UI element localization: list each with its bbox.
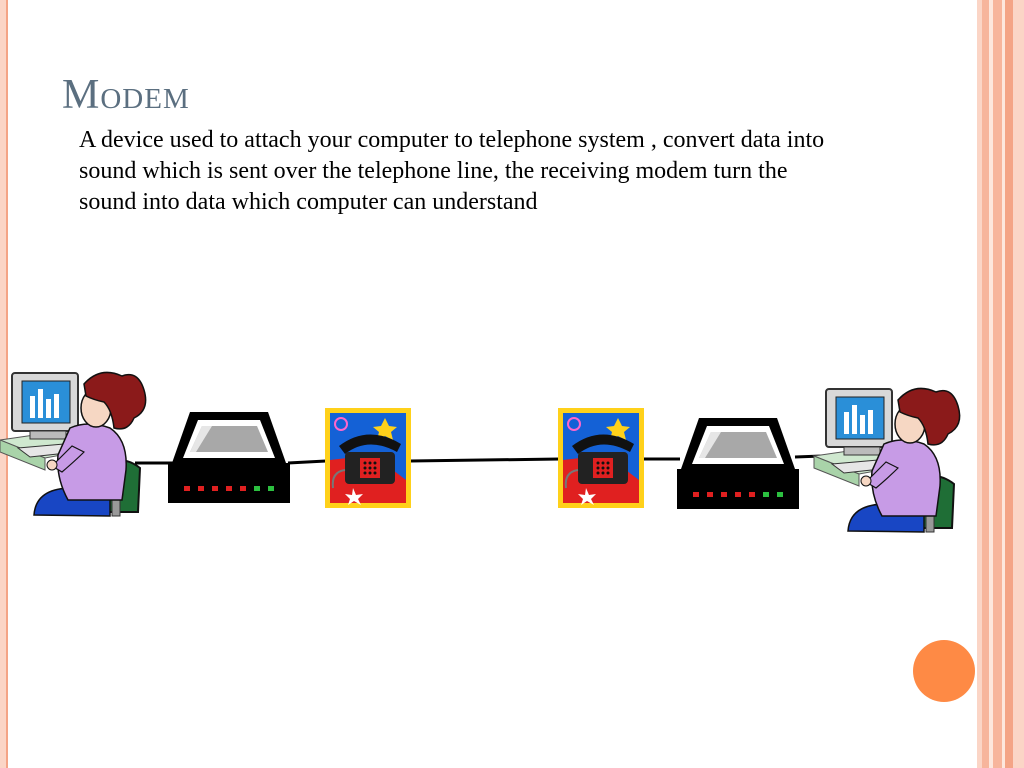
decorative-orange-circle	[913, 640, 975, 702]
telephone-stamp-icon	[324, 407, 412, 509]
left-border-decoration	[0, 0, 6, 768]
telephone-stamp-icon	[557, 407, 645, 509]
slide-title: Modem	[62, 72, 190, 118]
person-at-computer-icon	[0, 371, 147, 517]
modem-icon	[677, 418, 799, 509]
slide-body-text: A device used to attach your computer to…	[79, 127, 825, 215]
modem-icon	[168, 412, 290, 503]
left-border-line	[6, 0, 8, 768]
telephone-line	[135, 454, 823, 465]
person-at-computer-icon	[813, 387, 961, 533]
